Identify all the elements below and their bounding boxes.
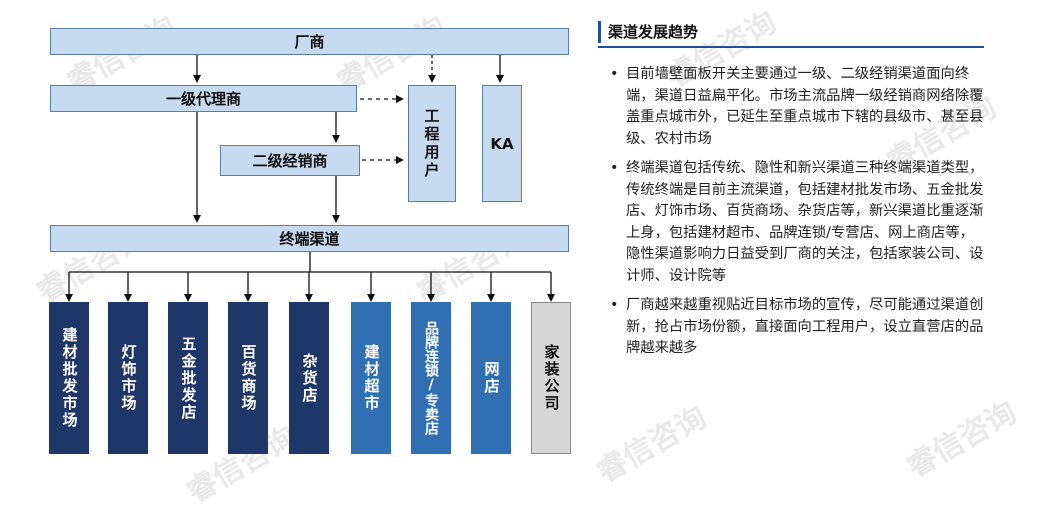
list-item: • 目前墙壁面板开关主要通过一级、二级经销渠道面向终端，渠道日益扁平化。市场主流…: [608, 64, 984, 150]
channel-grocery-store: 杂货店: [289, 302, 329, 454]
panel-title: 渠道发展趋势: [608, 23, 699, 41]
bullet-icon: •: [610, 160, 619, 176]
list-item: • 终端渠道包括传统、隐性和新兴渠道三种终端渠道类型，传统终端是目前主流渠道，包…: [608, 158, 984, 287]
channel-lighting-market: 灯饰市场: [108, 302, 148, 454]
channel-hardware-wholesale: 五金批发店: [168, 302, 208, 454]
channel-department-store: 百货商场: [228, 302, 268, 454]
bullet-text: 目前墙壁面板开关主要通过一级、二级经销渠道面向终端，渠道日益扁平化。市场主流品牌…: [626, 66, 984, 147]
level1-agent-box: 一级代理商: [50, 85, 357, 112]
watermark: 睿信咨询: [591, 399, 713, 491]
manufacturer-box: 厂商: [50, 28, 569, 55]
channel-home-decoration: 家装公司: [531, 302, 571, 454]
bullet-text: 终端渠道包括传统、隐性和新兴渠道三种终端渠道类型，传统终端是目前主流渠道，包括建…: [626, 160, 984, 284]
panel-header: 渠道发展趋势: [598, 18, 984, 48]
channel-building-wholesale: 建材批发市场: [49, 302, 89, 454]
ka-box: KA: [482, 85, 522, 202]
bullet-text: 厂商越来越重视贴近目标市场的宣传，尽可能通过渠道创新，抢占市场份额，直接面向工程…: [626, 297, 984, 356]
watermark: 睿信咨询: [901, 394, 1023, 486]
channel-brand-chain: 品牌连锁/专卖店: [411, 302, 451, 454]
terminal-channel-box: 终端渠道: [50, 225, 569, 252]
list-item: • 厂商越来越重视贴近目标市场的宣传，尽可能通过渠道创新，抢占市场份额，直接面向…: [608, 295, 984, 360]
title-accent-bar: [598, 21, 601, 43]
engineering-user-box: 工程用户: [408, 85, 456, 202]
trend-bullet-list: • 目前墙壁面板开关主要通过一级、二级经销渠道面向终端，渠道日益扁平化。市场主流…: [608, 64, 984, 368]
level2-distributor-box: 二级经销商: [220, 145, 360, 176]
bullet-icon: •: [610, 297, 619, 313]
channel-online-store: 网店: [471, 302, 511, 454]
channel-building-supermarket: 建材超市: [351, 302, 391, 454]
bullet-icon: •: [610, 66, 619, 82]
connector-lines: [65, 55, 555, 302]
